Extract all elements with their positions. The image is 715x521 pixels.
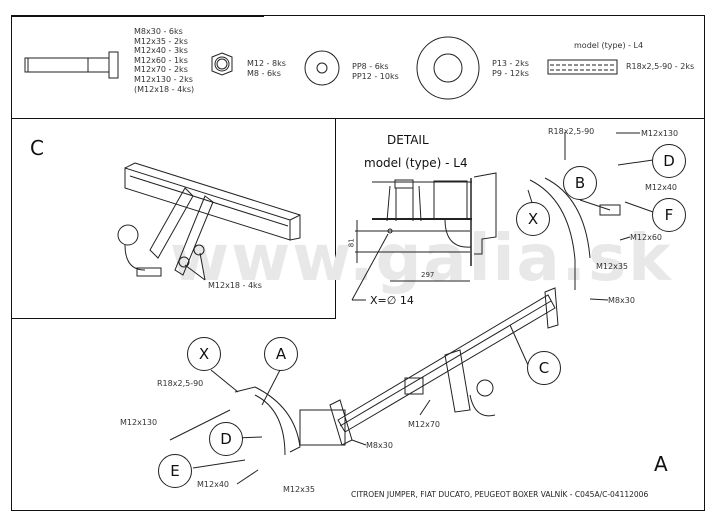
dim-horizontal: 297: [421, 271, 435, 279]
washer-item: P9 - 12ks: [492, 68, 529, 78]
tube-model-title: model (type) - L4: [574, 41, 644, 50]
bolt-item: M12x40 - 3ks: [134, 46, 188, 56]
label-m12x40-left: M12x40: [197, 480, 229, 489]
small-washer-list: PP8 - 6ks PP12 - 10ks: [352, 62, 399, 81]
callout-x-right: X: [516, 202, 550, 236]
detail-c-letter: C: [30, 136, 44, 160]
detail-title: DETAIL: [387, 133, 429, 147]
washer-item: P13 - 2ks: [492, 59, 529, 68]
parts-divider: [11, 118, 705, 119]
callout-e: E: [158, 454, 192, 488]
callout-d-right: D: [652, 144, 686, 178]
bolt-list: M8x30 - 6ks M12x35 - 2ks M12x40 - 3ks M1…: [134, 27, 194, 94]
watermark: www.galia.sk: [170, 222, 673, 296]
detail-c-frame: [11, 118, 336, 319]
washer-item: PP12 - 10ks: [352, 71, 399, 81]
label-r18-right: R18x2,5-90: [548, 127, 595, 136]
detail-subtitle: model (type) - L4: [364, 156, 468, 170]
detail-c-bolt-label: M12x18 - 4ks: [208, 281, 262, 290]
nut-item: M8 - 6ks: [247, 68, 281, 78]
footer-caption: CITROEN JUMPER, FIAT DUCATO, PEUGEOT BOX…: [351, 490, 649, 499]
label-m12x40-right: M12x40: [645, 183, 677, 192]
label-m8x30-left: M8x30: [366, 441, 393, 450]
label-m12x130-right: M12x130: [641, 129, 679, 138]
callout-d-left: D: [209, 422, 243, 456]
bolt-item: M12x60 - 1ks: [134, 55, 188, 65]
label-r18-left: R18x2,5-90: [157, 379, 204, 388]
bolt-item: (M12x18 - 4ks): [134, 84, 195, 94]
callout-f: F: [652, 198, 686, 232]
label-m12x35-left: M12x35: [283, 485, 315, 494]
drawing-frame: [11, 15, 705, 511]
label-m8x30-right: M8x30: [608, 296, 635, 305]
bolt-item: M12x35 - 2ks: [134, 36, 188, 46]
bolt-item: M12x130 - 2ks: [134, 74, 193, 84]
label-m12x35-right: M12x35: [596, 262, 628, 271]
hole-diameter: X=∅ 14: [370, 294, 414, 307]
washer-item: PP8 - 6ks: [352, 62, 389, 71]
callout-a: A: [264, 337, 298, 371]
callout-c: C: [527, 351, 561, 385]
bolt-item: M12x70 - 2ks: [134, 65, 188, 75]
nut-item: M12 - 8ks: [247, 59, 286, 68]
label-m12x130-left: M12x130: [120, 418, 158, 427]
label-m12x60: M12x60: [630, 233, 662, 242]
bolt-item: M8x30 - 6ks: [134, 27, 183, 36]
large-washer-list: P13 - 2ks P9 - 12ks: [492, 59, 529, 78]
nut-list: M12 - 8ks M8 - 6ks: [247, 59, 286, 78]
label-m12x70: M12x70: [408, 420, 440, 429]
callout-b: B: [563, 166, 597, 200]
dim-vertical: 81: [347, 238, 356, 248]
section-letter-a: A: [654, 452, 668, 476]
tube-label: R18x2,5-90 - 2ks: [626, 62, 695, 71]
callout-x-left: X: [187, 337, 221, 371]
